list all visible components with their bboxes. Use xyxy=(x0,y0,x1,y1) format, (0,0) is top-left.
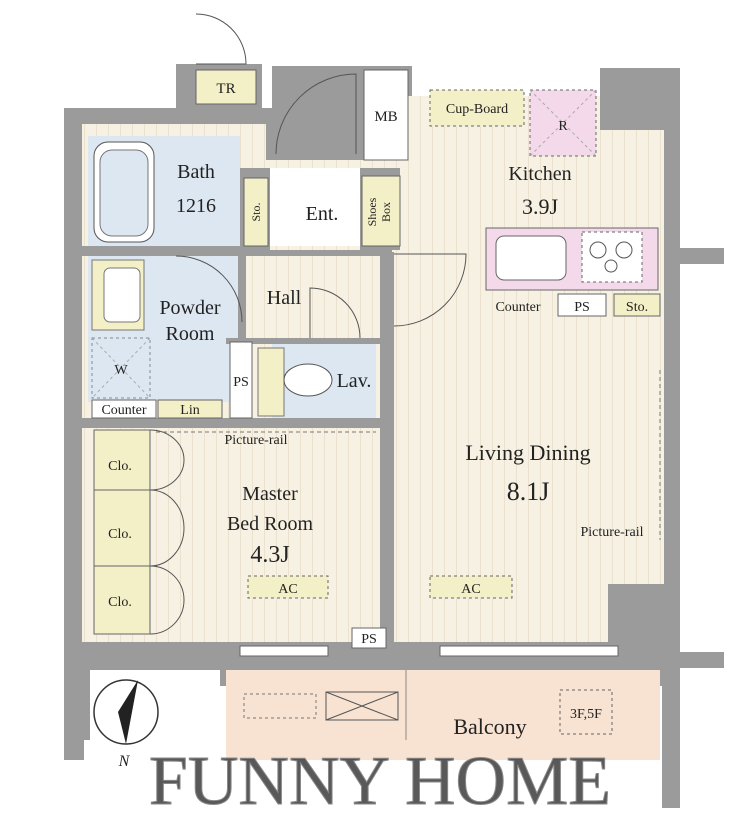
ps-bottom-label: PS xyxy=(361,632,377,647)
windows xyxy=(239,645,619,657)
floors-label: 3F,5F xyxy=(570,707,602,722)
compass: N xyxy=(93,679,159,770)
ps-lav-label: PS xyxy=(233,375,249,390)
bedroom-picture-rail-label: Picture-rail xyxy=(225,433,288,448)
compass-label: N xyxy=(118,753,131,770)
living-label: Living Dining xyxy=(465,440,590,465)
refrigerator-space xyxy=(529,89,597,157)
burner-icon xyxy=(589,241,607,259)
powder-label-2: Room xyxy=(166,323,215,345)
closet-3-label: Clo. xyxy=(108,595,132,610)
toilet-tank xyxy=(257,347,285,417)
ps-kitchen-label: PS xyxy=(574,300,590,315)
shoes-box xyxy=(361,175,401,247)
kitchen-counter-label: Counter xyxy=(495,300,540,315)
lav-door[interactable] xyxy=(309,287,361,339)
master-size: 4.3J xyxy=(250,542,289,568)
meter-box xyxy=(363,69,409,161)
ps-lav-shaft xyxy=(229,341,253,419)
bath-size: 1216 xyxy=(176,195,216,217)
entrance-label: Ent. xyxy=(306,203,339,225)
cupboard xyxy=(429,89,525,127)
washer-space xyxy=(91,337,151,399)
entrance-floor xyxy=(270,168,360,246)
entry-storage-label: Sto. xyxy=(249,202,263,221)
cupboard-label: Cup-Board xyxy=(446,102,508,117)
linen-label: Lin xyxy=(180,403,199,418)
tr-label: TR xyxy=(216,81,235,97)
stove xyxy=(581,231,643,283)
living-size: 8.1J xyxy=(507,477,550,506)
bedroom-ac-label: AC xyxy=(278,582,297,597)
living-picture-rail-label: Picture-rail xyxy=(581,525,644,540)
doors xyxy=(149,13,467,635)
closet-2-label: Clo. xyxy=(108,527,132,542)
evacuation-hatch xyxy=(559,689,613,735)
entry-storage xyxy=(243,177,269,247)
bedroom-ac xyxy=(247,575,329,599)
living-storage xyxy=(613,293,661,317)
shoes-box-label-2: Box xyxy=(379,202,393,222)
burner-icon xyxy=(615,241,633,259)
ps-kitchen-shaft xyxy=(557,293,607,317)
tr-door[interactable] xyxy=(195,13,247,65)
entrance-door[interactable] xyxy=(275,73,357,155)
master-label-2: Bed Room xyxy=(227,513,314,535)
powder-label-1: Powder xyxy=(159,297,220,319)
toilet-bowl xyxy=(283,363,333,397)
lavatory-label: Lav. xyxy=(337,370,372,392)
refrigerator-label: R xyxy=(558,119,568,134)
balcony-floor xyxy=(226,670,660,760)
tr-box xyxy=(195,69,257,105)
bath-label: Bath xyxy=(177,161,215,183)
master-label-1: Master xyxy=(242,483,298,505)
washer-label: W xyxy=(114,363,128,378)
north-arrow-icon xyxy=(118,680,138,744)
sink xyxy=(495,235,567,281)
watermark: FUNNY HOME xyxy=(149,743,611,820)
living-door[interactable] xyxy=(393,253,467,327)
living-ac-label: AC xyxy=(461,582,480,597)
closets xyxy=(93,429,151,635)
linen-closet xyxy=(157,399,223,419)
powder-counter-label: Counter xyxy=(101,403,146,418)
kitchen-label: Kitchen xyxy=(508,163,571,185)
shoes-box-label-1: Shoes xyxy=(365,197,379,226)
mb-label: MB xyxy=(374,109,397,125)
ps-bottom-shaft xyxy=(351,627,387,649)
balcony-label: Balcony xyxy=(453,714,526,739)
hall-label: Hall xyxy=(267,287,302,309)
burner-icon xyxy=(604,259,618,273)
living-storage-label: Sto. xyxy=(626,300,648,315)
powder-counter xyxy=(91,399,157,419)
living-ac xyxy=(429,575,513,599)
outdoor-unit-space xyxy=(243,693,317,719)
powder-door[interactable] xyxy=(175,255,243,323)
closet-1-label: Clo. xyxy=(108,459,132,474)
kitchen-size: 3.9J xyxy=(522,194,559,219)
